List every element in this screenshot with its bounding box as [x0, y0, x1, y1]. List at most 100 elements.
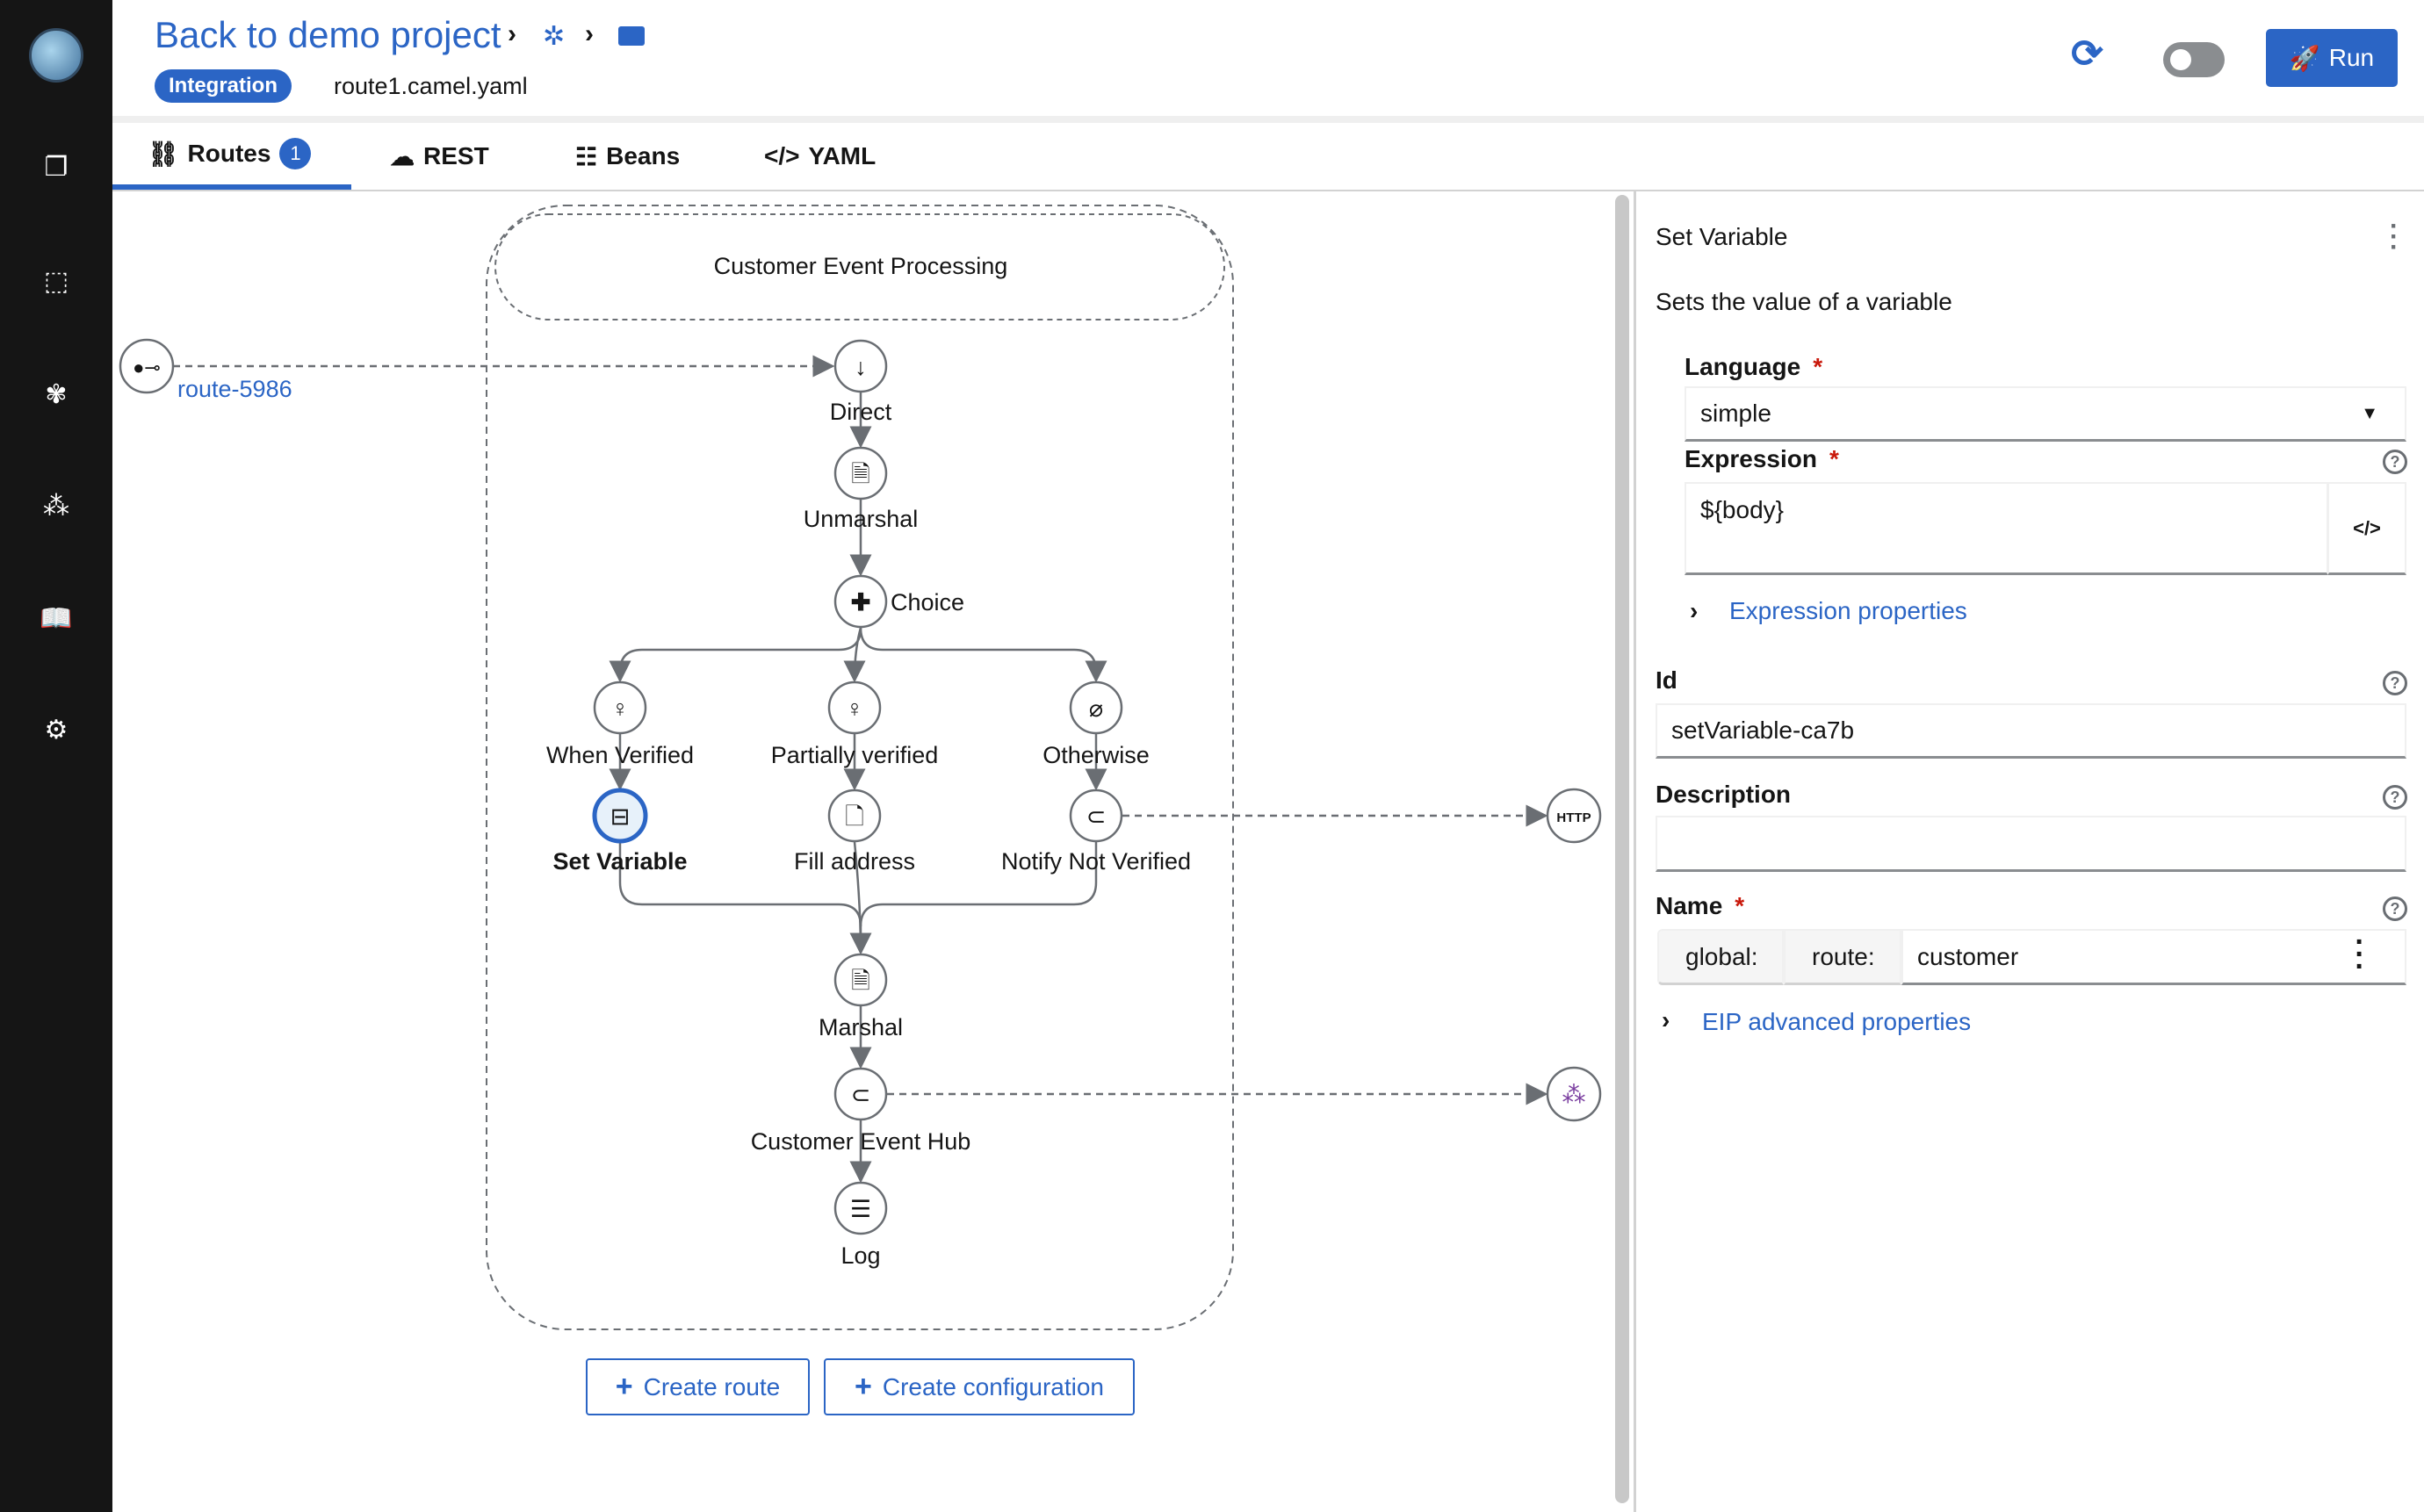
description-label: Description	[1656, 781, 1792, 808]
label-direct: Direct	[830, 399, 892, 425]
name-global-option[interactable]: global:	[1657, 929, 1784, 985]
sliders-icon: ☷	[575, 142, 598, 170]
node-partially-verified[interactable]	[827, 680, 882, 735]
type-badge: Integration	[155, 69, 292, 103]
kafka-endpoint-node[interactable]	[1546, 1066, 1602, 1122]
expression-textarea[interactable]: ${body}	[1685, 482, 2328, 575]
label-choice: Choice	[891, 589, 964, 616]
header-divider	[112, 116, 2424, 123]
language-select[interactable]: simple▼	[1685, 386, 2406, 442]
description-input[interactable]	[1656, 816, 2406, 872]
integration-icon[interactable]: ✲	[543, 22, 566, 51]
help-icon[interactable]: ?	[2383, 450, 2407, 474]
back-to-project-link[interactable]: Back to demo project	[155, 14, 501, 55]
node-otherwise[interactable]	[1069, 680, 1123, 735]
canvas-scrollbar[interactable]	[1615, 195, 1629, 1503]
list-icon: ☰	[850, 1196, 871, 1222]
node-set-variable[interactable]	[592, 788, 648, 844]
label-otherwise: Otherwise	[1042, 742, 1150, 768]
refresh-icon[interactable]: ⟳	[2071, 32, 2103, 76]
panel-description: Sets the value of a variable	[1656, 288, 1952, 315]
create-configuration-button[interactable]: +Create configuration	[824, 1358, 1135, 1415]
toggle-switch[interactable]	[2163, 42, 2225, 77]
id-label: Id	[1656, 666, 1677, 694]
file-cloud-icon: 🗋	[845, 803, 864, 830]
panel-title: Set Variable	[1656, 223, 1788, 250]
label-partially-verified: Partially verified	[771, 742, 939, 768]
route-start-icon: ●⊸	[133, 356, 161, 378]
signpost-icon: ✚	[851, 589, 871, 616]
name-label: Name*	[1656, 892, 1745, 919]
arrow-down-icon: ↓	[855, 354, 867, 380]
plug-icon: ⊂	[1086, 803, 1107, 830]
name-route-option[interactable]: route:	[1784, 929, 1901, 985]
name-input[interactable]: customer	[1901, 929, 2406, 985]
node-fill-address[interactable]	[827, 788, 882, 843]
code-icon: </>	[2353, 516, 2381, 539]
node-unmarshal[interactable]	[833, 446, 888, 500]
network-icon[interactable]: ✾	[45, 379, 68, 409]
name-kebab-icon[interactable]: ···	[2355, 925, 2365, 983]
breadcrumb-chevron-icon: ›	[585, 19, 594, 48]
node-notify-not-verified[interactable]	[1069, 788, 1123, 843]
help-icon[interactable]: ?	[2383, 785, 2407, 810]
label-unmarshal: Unmarshal	[804, 506, 919, 532]
layers-icon[interactable]: ⬚	[43, 266, 69, 296]
node-choice[interactable]	[833, 574, 888, 629]
route-container	[486, 205, 1234, 1330]
caret-down-icon: ▼	[2361, 403, 2378, 423]
label-when-verified: When Verified	[546, 742, 694, 768]
file-import-icon: 🗎	[851, 461, 870, 487]
label-set-variable: Set Variable	[552, 848, 687, 875]
file-export-icon: 🗎	[851, 968, 870, 994]
node-log[interactable]	[833, 1181, 888, 1235]
set-variable-icon: ⊟	[610, 803, 631, 830]
node-marshal[interactable]	[833, 953, 888, 1007]
label-marshal: Marshal	[819, 1014, 903, 1040]
route-id-link[interactable]: route-5986	[177, 376, 292, 402]
plus-icon: +	[854, 1370, 872, 1403]
node-direct[interactable]	[833, 339, 888, 393]
container-header	[494, 213, 1225, 320]
run-button[interactable]: 🚀Run	[2266, 29, 2398, 87]
node-customer-event-hub[interactable]	[833, 1067, 888, 1121]
create-route-button[interactable]: +Create route	[586, 1358, 810, 1415]
file-name: route1.camel.yaml	[334, 73, 528, 99]
expression-label: Expression*	[1685, 445, 1839, 472]
http-icon: HTTP	[1556, 810, 1591, 825]
app-logo[interactable]	[29, 28, 83, 83]
id-input[interactable]: setVariable-ca7b	[1656, 703, 2406, 759]
book-icon[interactable]: 📖	[40, 603, 73, 633]
node-when-verified[interactable]	[593, 680, 647, 735]
http-endpoint-node[interactable]	[1546, 788, 1602, 844]
files-icon[interactable]: ❐	[44, 152, 69, 182]
tab-yaml[interactable]: </>YAML	[764, 142, 877, 169]
sidebar: ❐ ⬚ ✾ ⁂ 📖 ⚙	[0, 0, 112, 1512]
language-label: Language*	[1685, 353, 1823, 380]
lightbulb-icon: ♀	[611, 695, 629, 722]
cubes-icon[interactable]: ⁂	[43, 491, 69, 521]
settings-icon[interactable]: ⚙	[44, 715, 69, 745]
panel-kebab-icon[interactable]: ···	[2390, 212, 2399, 262]
expression-properties-toggle[interactable]: Expression properties	[1729, 597, 1967, 624]
code-icon: </>	[764, 142, 800, 169]
route-start-node[interactable]	[119, 338, 175, 394]
label-notify-not-verified: Notify Not Verified	[1001, 848, 1191, 875]
header	[112, 0, 2424, 116]
chevron-right-icon: ›	[1662, 1006, 1670, 1033]
folder-icon[interactable]	[618, 26, 645, 46]
route-canvas[interactable]: Customer Event Processing ●⊸ ↓ 🗎 ✚ ♀ ♀ ⌀…	[112, 191, 1612, 1512]
code-editor-button[interactable]: </>	[2327, 482, 2406, 575]
breadcrumb-chevron-icon: ›	[508, 19, 516, 48]
tab-rest[interactable]: ☁REST	[390, 142, 489, 170]
tab-beans[interactable]: ☷Beans	[575, 142, 681, 170]
eip-advanced-properties-toggle[interactable]: EIP advanced properties	[1702, 1008, 1972, 1035]
lightbulb-icon: ♀	[846, 695, 863, 722]
help-icon[interactable]: ?	[2383, 896, 2407, 921]
help-icon[interactable]: ?	[2383, 671, 2407, 695]
plug-icon: ⊂	[851, 1082, 871, 1108]
lightbulb-off-icon: ⌀	[1089, 695, 1103, 722]
cloud-gear-icon: ☁	[390, 142, 415, 170]
